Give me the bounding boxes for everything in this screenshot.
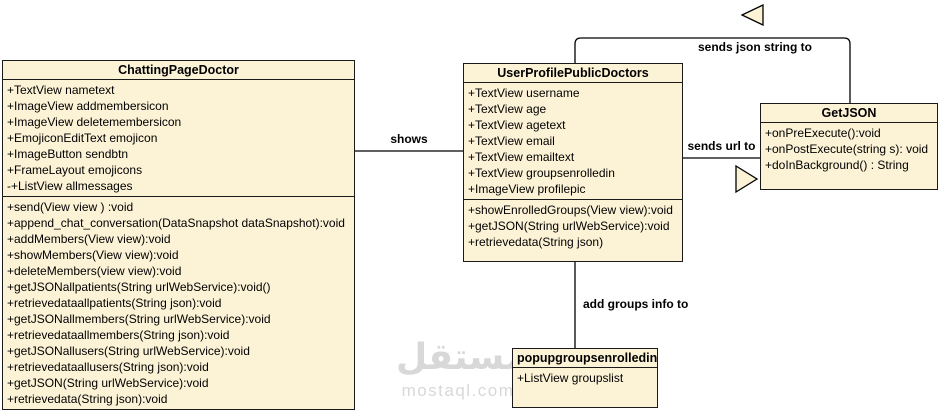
attribute: +FrameLayout emojicons <box>7 163 143 177</box>
class-title: popupgroupsenrolledin <box>513 349 657 368</box>
attribute: -+ListView allmessages <box>7 179 133 193</box>
method: +retrievedataallmembers(String json):voi… <box>7 328 230 342</box>
method: +addMembers(View view):void <box>7 232 171 246</box>
watermark-arabic-text: مستقل <box>396 337 528 378</box>
attribute: +EmojiconEditText emojicon <box>7 131 158 145</box>
method: +retrievedata(String json):void <box>7 392 168 406</box>
class-box-getjson: GetJSON +onPreExecute():void +onPostExec… <box>760 103 938 190</box>
method: +onPostExecute(string s): void <box>765 142 929 156</box>
right-arrowhead-icon <box>735 164 759 194</box>
attribute: +ListView groupslist <box>517 371 624 385</box>
attribute: +TextView groupsenrolledin <box>468 166 615 180</box>
class-box-popupgroupsenrolledin: popupgroupsenrolledin +ListView groupsli… <box>512 348 658 408</box>
edge-label-sends-url-to: sends url to <box>687 139 756 153</box>
method: +send(View view ) :void <box>7 200 134 214</box>
method: +getJSONallusers(String urlWebService):v… <box>7 344 250 358</box>
methods-compartment: +showEnrolledGroups(View view):void +get… <box>464 200 682 261</box>
attribute: +TextView emailtext <box>468 150 575 164</box>
edge-label-add-groups-info-to: add groups info to <box>583 297 689 311</box>
method: +showMembers(View view):void <box>7 248 179 262</box>
method: +retrievedataallusers(String json):void <box>7 360 209 374</box>
attribute: +ImageView deletemembersicon <box>7 115 182 129</box>
attributes-compartment: +TextView username +TextView age +TextVi… <box>464 83 682 200</box>
method: +getJSON(String urlWebService):void <box>468 219 670 233</box>
method: +retrievedata(String json) <box>468 235 604 249</box>
attribute: +ImageButton sendbtn <box>7 147 129 161</box>
attribute: +TextView agetext <box>468 118 566 132</box>
class-box-userprofilepublicdoctors: UserProfilePublicDoctors +TextView usern… <box>463 63 683 262</box>
method: +getJSONallpatients(String urlWebService… <box>7 280 271 294</box>
method: +getJSON(String urlWebService):void <box>7 376 209 390</box>
method: +doInBackground() : String <box>765 158 909 172</box>
edge-label-shows: shows <box>390 132 428 146</box>
watermark-site-url: mostaql.com <box>401 381 515 400</box>
attribute: +ImageView addmembersicon <box>7 99 169 113</box>
attribute: +TextView nametext <box>7 83 115 97</box>
method: +onPreExecute():void <box>765 126 881 140</box>
class-title: UserProfilePublicDoctors <box>464 64 682 83</box>
class-title: GetJSON <box>761 104 937 123</box>
attributes-compartment: +TextView nametext +ImageView addmembers… <box>3 80 354 197</box>
attribute: +TextView email <box>468 134 555 148</box>
edge-label-sends-json-string-to: sends json string to <box>697 40 812 54</box>
edge-sends-json-string-line <box>574 37 851 103</box>
method: +getJSONallmembers(String urlWebService)… <box>7 312 271 326</box>
method: +showEnrolledGroups(View view):void <box>468 203 673 217</box>
method: +retrievedataallpatients(String json):vo… <box>7 296 222 310</box>
methods-compartment: +onPreExecute():void +onPostExecute(stri… <box>761 123 937 189</box>
methods-compartment: +send(View view ) :void +append_chat_con… <box>3 197 354 409</box>
method: +deleteMembers(view view):void <box>7 264 182 278</box>
attribute: +ImageView profilepic <box>468 182 586 196</box>
attribute: +TextView age <box>468 102 547 116</box>
method: +append_chat_conversation(DataSnapshot d… <box>7 216 345 230</box>
attributes-compartment: +ListView groupslist <box>513 368 657 407</box>
left-arrowhead-icon <box>740 3 764 27</box>
attribute: +TextView username <box>468 86 580 100</box>
class-box-chattingpagedoctor: ChattingPageDoctor +TextView nametext +I… <box>2 60 355 410</box>
class-title: ChattingPageDoctor <box>3 61 354 80</box>
